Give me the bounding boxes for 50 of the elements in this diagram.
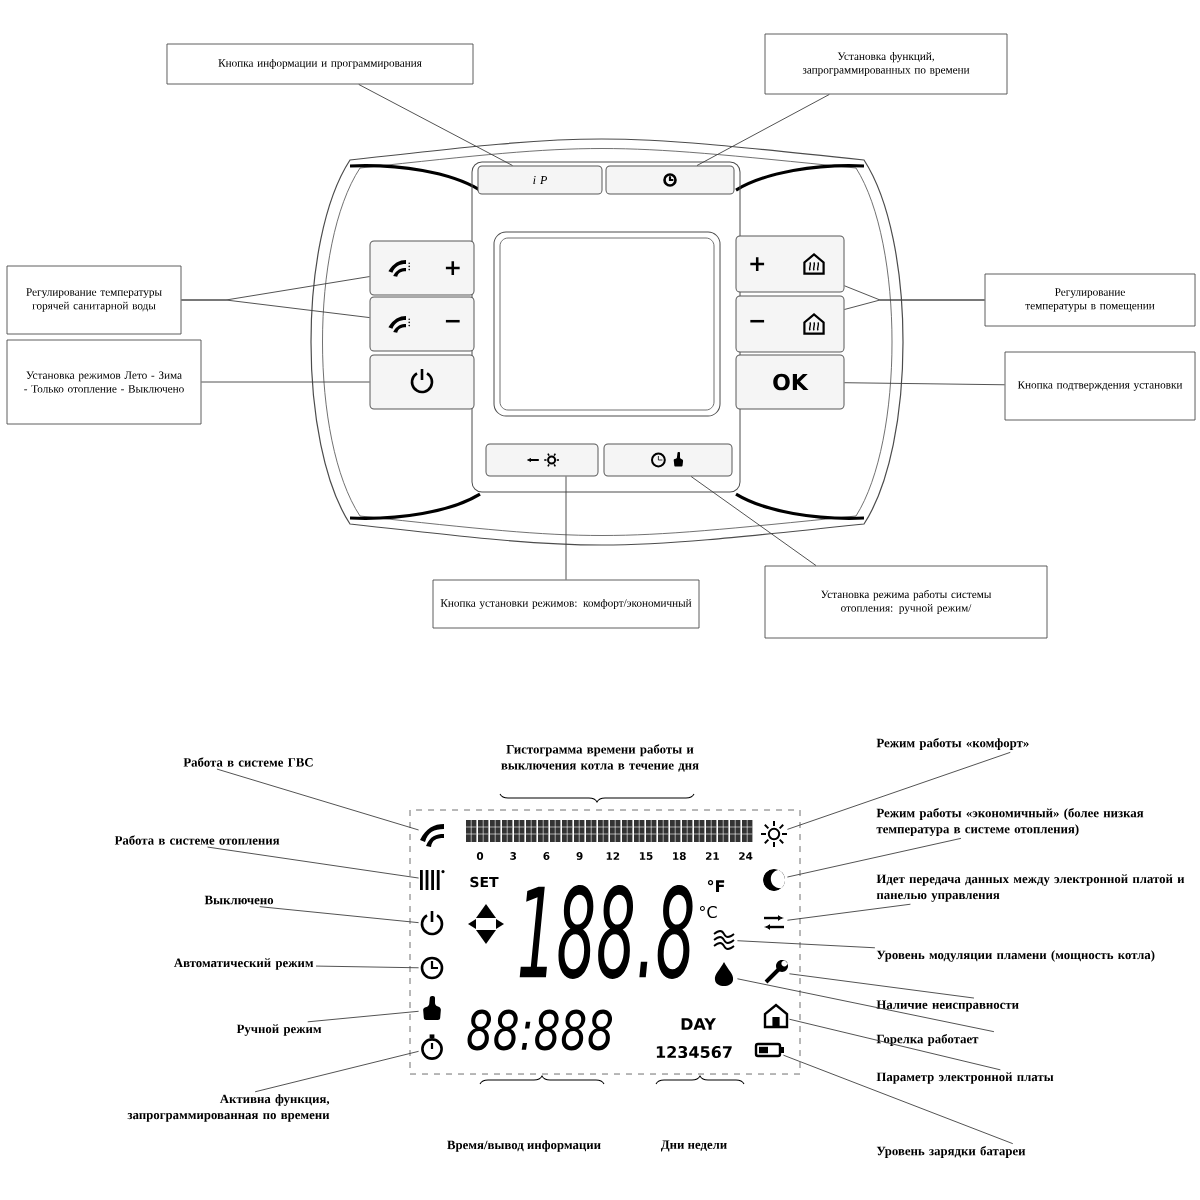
leader-line [736, 978, 995, 1033]
power-button [369, 354, 475, 410]
plus-minus-button: − [369, 296, 475, 352]
wrench-icon [764, 960, 788, 984]
leader-line [358, 84, 513, 166]
hand-icon [423, 996, 441, 1020]
lcd-text: 1234567 [656, 1045, 732, 1059]
lcd-text: °F [707, 880, 725, 892]
lcd-digits: 88:888 [467, 1009, 613, 1051]
waves-icon [713, 930, 735, 950]
leader-line [786, 751, 1011, 830]
leader-line [181, 299, 370, 319]
leader-line [788, 1018, 1001, 1071]
leader-line [207, 846, 420, 879]
leader-line [782, 1054, 1014, 1145]
house-icon [763, 1003, 789, 1029]
clock-icon [420, 956, 444, 980]
battery-icon [754, 1042, 784, 1058]
leader-line [844, 299, 985, 310]
mode-button [603, 443, 733, 477]
lcd-text: °C [699, 905, 717, 919]
leader-line [201, 381, 370, 383]
sun-icon [760, 820, 788, 848]
moon-icon [763, 869, 785, 891]
ok-button: OK [735, 354, 845, 410]
power-icon [420, 911, 444, 936]
lcd-text: DAY [681, 1018, 716, 1030]
leader-line [786, 903, 911, 921]
leader-line [315, 965, 420, 969]
plus-minus-button: + [735, 235, 845, 293]
leader-line [259, 906, 420, 924]
leader-line [696, 94, 830, 166]
leader-line [254, 1050, 420, 1093]
mode-button [485, 443, 599, 477]
plus-minus-button: − [735, 295, 845, 353]
clock-button [605, 165, 735, 195]
leader-line [788, 973, 975, 999]
leader-line [307, 1010, 420, 1023]
leader-line [690, 476, 817, 566]
radiator-icon [420, 870, 445, 890]
lcd-digits: 188.8 [519, 885, 693, 979]
flame-icon [714, 962, 734, 986]
leader-line [786, 837, 962, 878]
arrows-icon [764, 915, 784, 930]
leader-line [844, 382, 1005, 386]
leader-line [736, 940, 876, 949]
leader-line [565, 476, 567, 580]
plus-minus-button: + [369, 240, 475, 296]
timer-icon [421, 1034, 443, 1060]
faucet-icon [420, 824, 444, 847]
